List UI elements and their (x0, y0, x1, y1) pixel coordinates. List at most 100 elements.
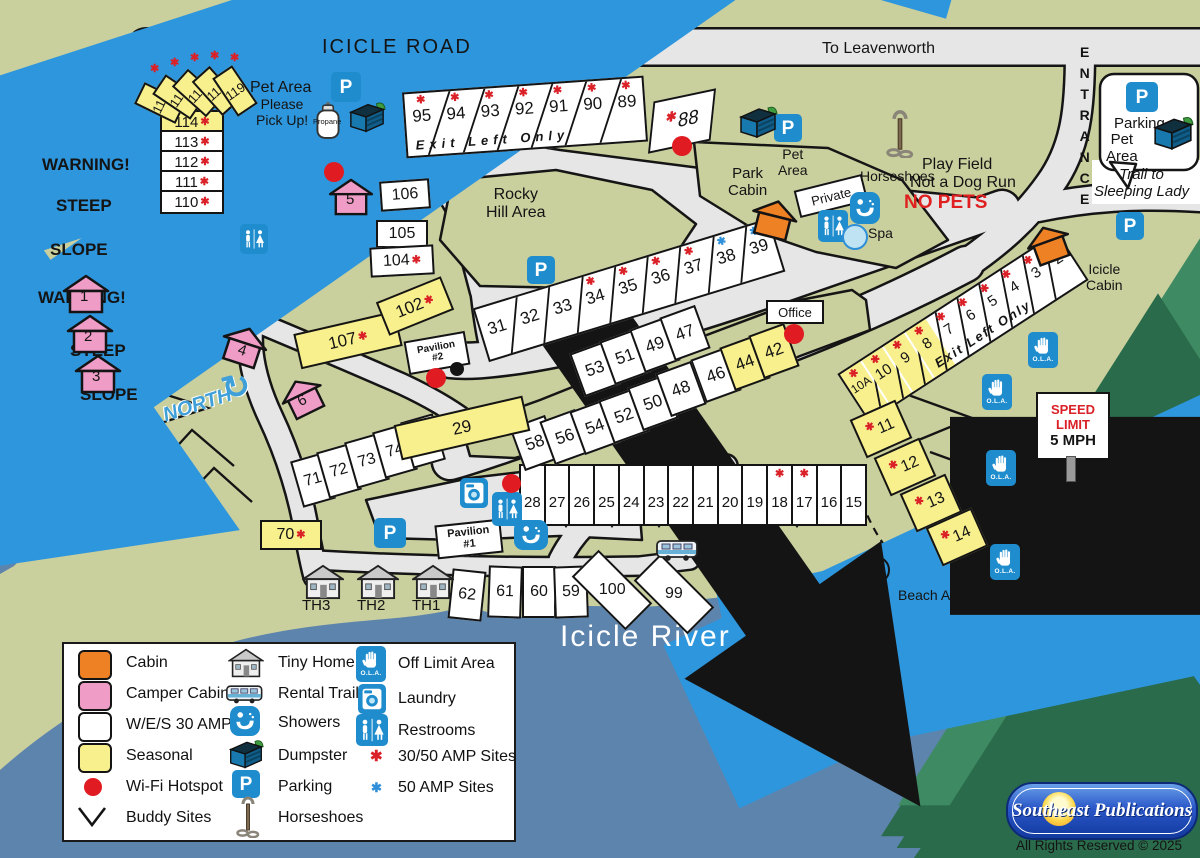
parking-icon: P (1116, 212, 1144, 240)
site-number: 92 (514, 98, 535, 119)
park-cabin-label: Park Cabin (728, 165, 768, 199)
amp-star-30-50: ✱ (170, 57, 180, 69)
site-number: 95 (411, 105, 432, 126)
beach-area-label: Beach Area (898, 587, 971, 603)
legend-camper-swatch (78, 681, 112, 711)
legend-label: Cabin (126, 654, 168, 671)
site-number: 13 (924, 488, 948, 512)
legend-label: Horseshoes (278, 809, 364, 826)
ola-label: O.L.A. (360, 670, 382, 678)
ola-label: O.L.A. (986, 398, 1008, 406)
site-number: 93 (480, 100, 501, 122)
amp-star-30-50: ✱ (200, 135, 210, 148)
off-limit-area-icon: O.L.A. (986, 450, 1016, 486)
site-number: 90 (582, 93, 603, 114)
off-limit-area-icon: O.L.A. (1028, 332, 1058, 368)
legend-ola-icon: O.L.A. (356, 646, 386, 682)
parking-letter: P (1123, 215, 1137, 237)
site-number: 19 (746, 494, 764, 511)
wifi-hotspot-dot (784, 324, 804, 344)
legend-parking-icon: P (232, 770, 260, 798)
site-number: 25 (598, 494, 615, 511)
amp-star-30-50: ✱ (150, 63, 160, 75)
not-a-dog-run-label: Not a Dog Run (910, 174, 1016, 191)
legend-label: Camper Cabins (126, 685, 238, 702)
site-number: 119 (222, 78, 248, 104)
restrooms-icon (492, 492, 522, 526)
site-number: 16 (820, 494, 838, 511)
legend (62, 642, 516, 842)
site-26: 26 (568, 466, 593, 524)
amp-star-30-50: ✱ (356, 329, 369, 343)
amp-star-30-50: ✱ (190, 52, 200, 64)
rental-trailer-98-icon (656, 538, 702, 562)
amp-star-30-50: ✱ (200, 115, 210, 128)
site-number: 37 (681, 254, 706, 279)
restrooms-icon (240, 224, 268, 254)
dumpster-icon (738, 104, 778, 140)
legend-cabin-swatch (78, 650, 112, 680)
site-104: 104✱ (369, 244, 435, 278)
spa-circle (842, 224, 868, 250)
rights-reserved-label: All Rights Reserved © 2025 (1016, 838, 1183, 853)
ola-label: O.L.A. (1032, 356, 1054, 364)
amp-star-30-50: ✱ (296, 528, 306, 541)
site-number: 56 (552, 424, 577, 449)
pet-area-right-label: Pet Area (1106, 131, 1138, 165)
site-number: 60 (530, 583, 548, 600)
site-number: 11 (874, 415, 897, 438)
parking-icon: P (527, 256, 555, 284)
site-22: 22 (667, 466, 692, 524)
site-number: 107 (326, 328, 359, 354)
site-number: 46 (703, 362, 728, 387)
site-21: 21 (692, 466, 717, 524)
site-number: 15 (845, 494, 863, 511)
site-number: 9 (897, 348, 914, 368)
site-24: 24 (617, 466, 643, 524)
parking-icon: P (331, 72, 361, 102)
trail-sleeping-lady-label: Trail to Sleeping Lady (1094, 166, 1190, 200)
amp-star-30-50: ✱ (665, 107, 678, 126)
amp-star-30-50: ✱ (586, 81, 597, 95)
tiny-home-th3-label: TH3 (302, 597, 331, 614)
amp-star-30-50: ✱ (620, 79, 631, 93)
site-number: 50 (640, 390, 665, 415)
legend-wes-swatch (78, 712, 112, 742)
site-number: 104 (382, 251, 411, 270)
tiny-home-th1-label: TH1 (412, 597, 441, 614)
tiny-home-icon (302, 564, 344, 600)
amp-star-30-50: ✱ (552, 84, 563, 97)
propane-label: Propane (313, 117, 342, 126)
camper-cabin-2-label: 2 (84, 328, 93, 345)
beach-circle (862, 556, 890, 584)
showers-icon (850, 192, 880, 224)
site-number: 23 (647, 494, 665, 511)
site-98-label: 98 (704, 541, 722, 558)
legend-laundry-icon (358, 684, 386, 714)
rocky-hill-label: Rocky Hill Area (486, 186, 546, 221)
horseshoes-icon (886, 110, 914, 158)
pet-area-mid-label: Pet Area (778, 146, 808, 178)
site-15: 15 (840, 466, 865, 524)
parking-letter: P (534, 259, 548, 281)
legend-label: Dumpster (278, 747, 348, 764)
site-number: 91 (548, 95, 569, 117)
amp-star-30-50: ✱ (484, 89, 495, 102)
site-60: 60 (522, 566, 556, 618)
site-20: 20 (716, 466, 742, 524)
legend-label: Off Limit Area (398, 655, 495, 672)
site-90: ✱90 (575, 80, 612, 144)
site-number: 17 (795, 494, 813, 511)
site-number: 112 (174, 153, 199, 171)
site-19: 19 (741, 466, 766, 524)
site-number: 52 (611, 403, 636, 428)
amp-star-30-50: ✱ (411, 253, 422, 266)
parking-letter: P (239, 773, 253, 795)
site-number: 35 (616, 274, 640, 299)
parking-letter: P (1135, 86, 1149, 108)
pavilion-2-label: Pavilion #2 (416, 338, 456, 364)
legend-label: Showers (278, 714, 341, 731)
site-number: 48 (668, 376, 693, 401)
legend-label: Laundry (398, 690, 456, 707)
site-number: 20 (721, 494, 739, 511)
